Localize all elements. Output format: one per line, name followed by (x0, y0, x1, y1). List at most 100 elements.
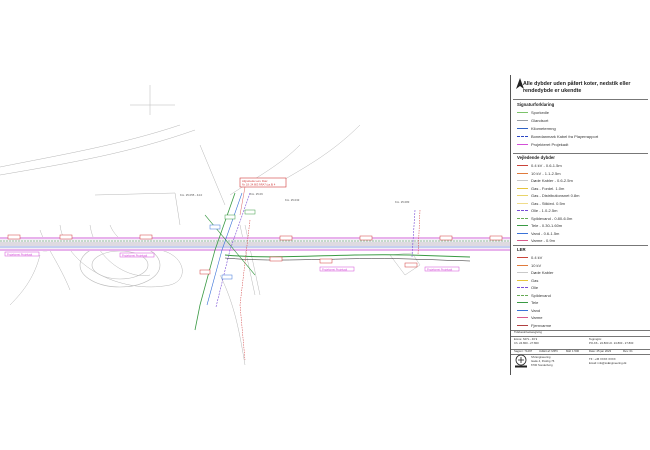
legend-label: Kilometermng (531, 126, 556, 131)
legend-row: Bonedanmark Kabel fra Playerrapport (517, 133, 647, 141)
line-swatch (517, 172, 528, 174)
station-label-b: Km. 25.06 (250, 192, 263, 196)
legend-label: 0.4 kV - 0.6-1.5m (531, 163, 562, 168)
legend-row: 0.4 kV (517, 254, 647, 262)
legend-row: Projekteret Projekadt (517, 141, 647, 149)
projected-labels: Projekteret Projekadt Projekteret Projek… (4, 251, 460, 271)
line-swatch (517, 324, 528, 326)
line-swatch (517, 264, 528, 266)
legend-row: Døde Kabler (517, 269, 647, 277)
divider (513, 245, 648, 246)
legend-row: Varme - 0.9m (517, 237, 647, 245)
legend-row: Gas (517, 277, 647, 285)
case-number: Sagsnr: 71297 (514, 349, 533, 353)
legend-label: Olie - 1.0-2.5m (531, 208, 558, 213)
line-swatch (517, 294, 528, 296)
legend-row: Gas - Stikled. 0.5m (517, 200, 647, 208)
line-swatch (517, 232, 528, 234)
legend-label: Gas - Stikled. 0.5m (531, 200, 566, 206)
projected-label-2: Projekteret Projekadt (122, 253, 147, 257)
callout-line-1: Afgrebede Løn. Dær (242, 179, 268, 183)
section-title-guides: Vejledende dybder (517, 155, 555, 160)
company-name: SS Engineering (531, 355, 551, 359)
legend-row: Tele (517, 299, 647, 307)
line-swatch (517, 279, 528, 281)
line-swatch (517, 120, 528, 121)
legend-label: Tele (531, 300, 539, 305)
contact-phone: Tlf.: +45 XXXX XXXX (589, 357, 616, 361)
line-swatch (517, 112, 528, 113)
legend-label: Spildevand - 0.80-6.0m (531, 215, 573, 221)
address-line-2: 6700 Sonderborg (531, 363, 553, 367)
legend-label: Varme - 0.9m (531, 238, 555, 243)
legend-label: Sporkedle (531, 110, 550, 115)
cable-tags (7, 209, 503, 280)
legend-label: Tele - 0.30-1.60m (531, 223, 563, 228)
legend-label: Olie (531, 285, 539, 290)
line-swatch (517, 302, 528, 303)
legend-label: Gas - Distributionsnet 0.8m (531, 193, 580, 198)
line-swatch (517, 144, 528, 145)
line-swatch (517, 309, 528, 311)
north-arrow-icon (516, 78, 524, 89)
legend-row: Varme (517, 314, 647, 322)
legend-row: Olie - 1.0-2.5m (517, 207, 647, 215)
projected-label-1: Projekteret Projekadt (7, 252, 32, 256)
legend-row: Olie (517, 284, 647, 292)
legend-label: Døde Kabler - 0.6-2.5m (531, 178, 573, 183)
legend-row: 10 kV - 1.1-2.5m (517, 170, 647, 178)
line-swatch (517, 272, 528, 273)
legend-label: Vand - 0.6-1.5m (531, 230, 560, 236)
legend-row: Tele - 0.30-1.60m (517, 222, 647, 230)
legend-label: 0.4 kV (531, 255, 543, 260)
legend-label: Fjernvarme (531, 322, 552, 328)
legend-label: 10 kV (531, 262, 542, 268)
line-swatch (517, 136, 528, 137)
legend-row: Fjernvarme (517, 322, 647, 330)
title-block-line (511, 354, 650, 355)
line-swatch (517, 165, 528, 166)
station-label-c: Km. 25.033 (285, 198, 300, 202)
divider (513, 153, 648, 154)
performed-by: Udført af: MPN (539, 349, 558, 353)
legend-label: Bonedanmark Kabel fra Playerrapport (531, 134, 599, 139)
chainage-text: Ch. 24.800 - 27.800 (514, 341, 539, 345)
site-plan: Projekteret Projekadt Projekteret Projek… (0, 85, 510, 366)
divider (513, 99, 648, 100)
line-swatch (517, 202, 528, 204)
legend-label: Varme (531, 315, 543, 320)
line-swatch (517, 187, 528, 189)
legend-row: Glandsort (517, 117, 647, 125)
legend-label: 10 kV - 1.1-2.5m (531, 170, 561, 176)
line-swatch (517, 287, 528, 288)
line-swatch (517, 240, 528, 241)
legend-row: 10 kV (517, 262, 647, 270)
legend-label: Vand (531, 307, 541, 313)
legend-row: Kilometermng (517, 125, 647, 133)
company-logo-icon (515, 354, 527, 368)
contact-email: Email: info@ssEngineering.dk (589, 361, 627, 365)
revision: Rev: 01 (623, 349, 633, 353)
station-label-a: Km. 25.055 - 44.0 (180, 193, 203, 197)
legend-row: Sporkedle (517, 109, 647, 117)
line-swatch (517, 217, 528, 219)
line-swatch (517, 180, 528, 181)
subject-text: Emne: S07L - 46 9 (514, 337, 538, 341)
legend-row: Gas - Fordel. 1.0m (517, 185, 647, 193)
line-swatch (517, 195, 528, 196)
address-line-1: Gade 4, Postbg 76 (531, 359, 555, 363)
station-labels: Km. 25.055 - 44.0 Km. 25.06 Km. 25.033 K… (180, 192, 410, 204)
legend-label: Gas (531, 277, 539, 283)
line-swatch (517, 225, 528, 226)
legend-row: 0.4 kV - 0.6-1.5m (517, 162, 647, 170)
title-block-line (511, 336, 650, 337)
legend-label: Projekteret Projekadt (531, 142, 569, 147)
title-block-top (511, 330, 650, 331)
station-label-d: Km. 25.083 (395, 200, 410, 204)
callout-line-2: Nr. 18: 24.803 ÅRA7 (ca.8) 4 (242, 182, 276, 187)
legend-row: Døde Kabler - 0.6-2.5m (517, 177, 647, 185)
line-swatch (517, 128, 528, 129)
legend-label: Glandsort (531, 118, 549, 123)
legend-row: Spildevand - 0.80-6.0m (517, 215, 647, 223)
drawing-number: PO-K6 - 24.800 ch. 24.800 - 27.800 (589, 341, 634, 345)
